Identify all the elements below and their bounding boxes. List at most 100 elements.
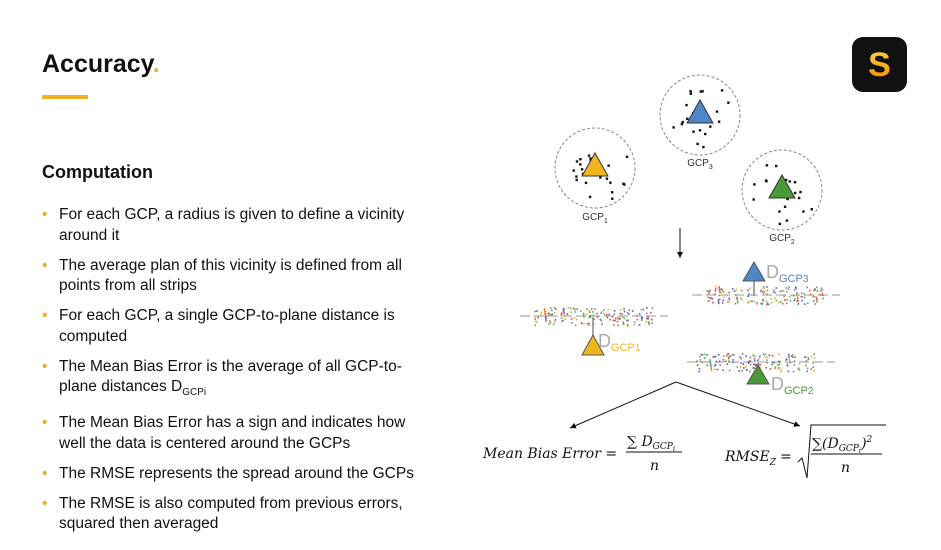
cloud-point: [589, 314, 591, 317]
cloud-point: [753, 355, 756, 358]
cloud-point: [756, 303, 758, 305]
cloud-point: [726, 363, 729, 365]
cloud-point: [552, 323, 555, 326]
cloud-point: [575, 318, 578, 321]
cloud-point: [612, 315, 614, 318]
cloud-point: [562, 310, 565, 312]
cloud-point: [549, 307, 552, 309]
cloud-point: [719, 291, 721, 293]
vicinity-point: [575, 175, 578, 178]
cloud-point: [760, 302, 762, 305]
vicinity-point: [689, 92, 692, 95]
cloud-point: [780, 290, 782, 292]
cloud-point: [613, 324, 615, 326]
gcp3-triangle-icon: [686, 98, 714, 124]
cloud-point: [709, 361, 712, 364]
cloud-point: [617, 324, 619, 327]
cloud-point: [777, 368, 780, 370]
cloud-point: [710, 369, 713, 372]
cloud-point: [804, 356, 807, 358]
cloud-point: [721, 302, 724, 304]
cloud-point: [745, 366, 747, 368]
cloud-point: [710, 297, 712, 300]
vicinity-point: [709, 125, 712, 128]
vicinity-point: [686, 117, 689, 120]
cloud-point: [787, 370, 790, 373]
vicinity-point: [778, 222, 781, 226]
cloud-point: [609, 318, 611, 321]
vicinity-point: [611, 197, 614, 200]
cloud-point: [812, 300, 815, 302]
cloud-point: [650, 311, 652, 314]
cloud-point: [803, 292, 805, 295]
cloud-point: [788, 355, 790, 358]
cloud-point: [736, 300, 739, 303]
cloud-point: [543, 308, 546, 310]
cloud-point: [588, 311, 591, 314]
cloud-point: [727, 356, 730, 358]
cloud-point: [718, 302, 720, 305]
cloud-point: [623, 317, 626, 320]
cloud-point: [774, 365, 777, 368]
vicinity-point: [696, 142, 699, 146]
mbe-denominator: n: [650, 458, 659, 474]
cloud-point: [777, 364, 779, 366]
cloud-point: [626, 324, 629, 327]
cloud-point: [793, 289, 796, 291]
cloud-point: [753, 360, 756, 362]
cloud-point: [603, 313, 606, 315]
vicinity-point: [692, 130, 695, 133]
cloud-point: [780, 301, 782, 303]
cloud-point: [647, 318, 650, 320]
cloud-point: [583, 323, 585, 325]
cloud-point: [718, 360, 721, 362]
rmse-denominator: n: [841, 460, 850, 476]
gcp-diagram: GCP1 GCP3 GCP2 DGCP1 DGCP3 DGCP2 Mean Bi…: [482, 74, 886, 479]
cloud-point: [540, 313, 542, 316]
cloud-point: [813, 289, 815, 292]
cloud-point: [815, 295, 817, 298]
cloud-point: [765, 353, 767, 356]
cloud-point: [760, 288, 763, 291]
vicinity-point: [584, 181, 588, 185]
cloud-point: [722, 369, 724, 371]
vicinity-point: [625, 155, 629, 158]
cloud-point: [730, 354, 732, 357]
cloud-point: [735, 296, 738, 299]
vicinity-point: [717, 120, 721, 123]
cloud-point: [623, 310, 626, 313]
cloud-point: [540, 311, 543, 314]
cloud-point: [766, 293, 768, 295]
cloud-point: [728, 359, 730, 362]
cloud-point: [588, 322, 590, 325]
cloud-point: [720, 288, 723, 290]
cloud-point: [785, 287, 788, 289]
cloud-point: [606, 316, 609, 319]
vicinity-point: [793, 191, 797, 195]
cloud-point: [619, 308, 622, 311]
cloud-point: [785, 302, 788, 305]
cloud-point: [813, 353, 815, 356]
vicinity-point: [704, 132, 707, 136]
cloud-point: [711, 298, 714, 300]
cloud-point: [796, 293, 798, 295]
cloud-point: [737, 301, 739, 304]
cloud-point: [726, 354, 729, 357]
cloud-point: [709, 289, 711, 292]
cloud-point: [544, 313, 547, 315]
cloud-point: [613, 313, 615, 315]
cloud-point: [714, 363, 717, 366]
cloud-point: [628, 309, 630, 311]
cloud-point: [749, 356, 752, 359]
cloud-point: [717, 354, 720, 356]
bullet-item: The RMSE is also computed from previous …: [42, 494, 432, 535]
vicinity-point: [611, 191, 614, 194]
cloud-point: [778, 367, 780, 369]
cloud-point: [792, 294, 795, 297]
cloud-point: [762, 300, 764, 303]
cloud-point: [761, 291, 764, 293]
cloud-point: [571, 321, 573, 324]
cloud-point: [574, 308, 576, 311]
cloud-point: [784, 299, 786, 301]
cloud-point: [812, 366, 815, 368]
